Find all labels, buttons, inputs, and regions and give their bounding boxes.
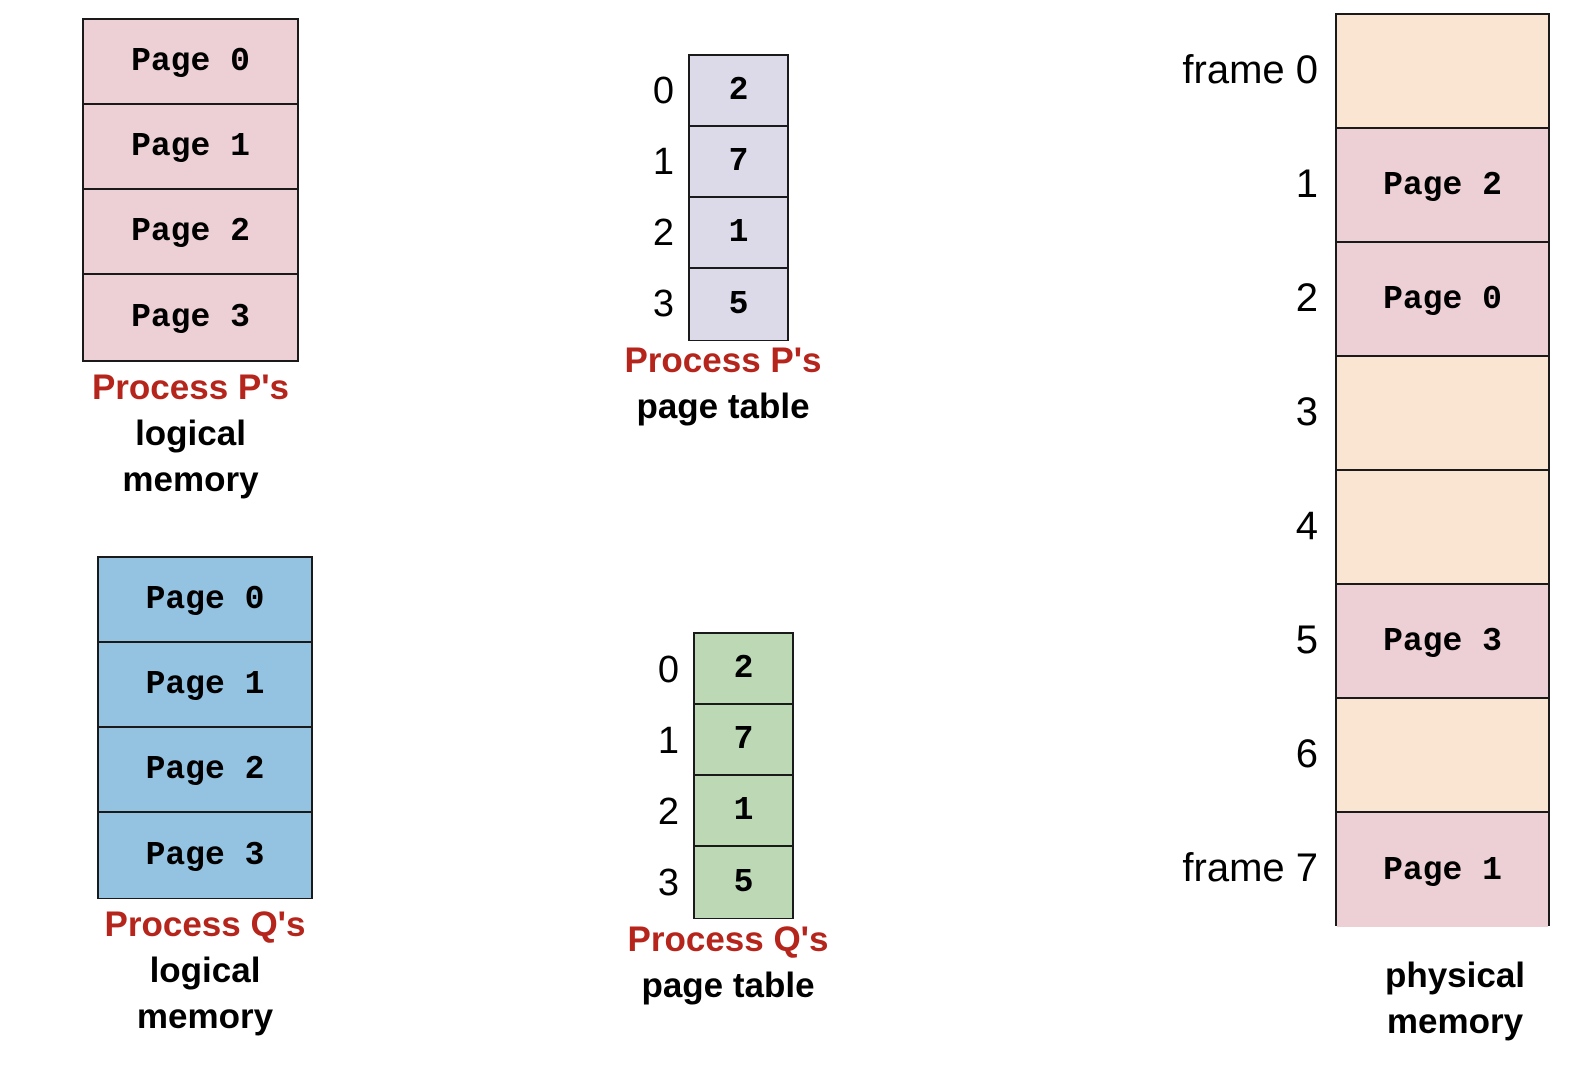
q-logical-page-1: Page 1 [99,643,311,728]
frame-label-2: 2 [1295,276,1318,320]
p-table-index-0: 0 [652,70,674,112]
q-table-caption-process: Process Q's [627,920,829,959]
q-table-index-2: 2 [657,791,679,833]
q-table-index-3: 3 [657,862,679,904]
frame-label-5: 5 [1295,618,1318,662]
frame-label-6: 6 [1295,732,1318,776]
q-logical-caption: Process Q's logical memory [75,902,335,1040]
frame-label-3: 3 [1295,390,1318,434]
p-logical-caption: Process P's logical memory [62,365,319,503]
q-logical-caption-process: Process Q's [104,905,306,944]
frame-label-0: frame 0 [1182,48,1318,92]
p-table-entry-1: 7 [690,127,787,198]
p-logical-caption-process: Process P's [91,368,290,407]
p-logical-page-3: Page 3 [84,275,297,360]
p-table-entry-3: 5 [690,269,787,340]
p-table-caption: Process P's page table [593,338,853,430]
p-logical-page-0: Page 0 [84,20,297,105]
p-logical-caption-line1: logical [135,414,246,453]
p-table-index-3: 3 [652,283,674,325]
physical-memory-caption: physical memory [1325,953,1585,1045]
physical-frame-2: Page 0 [1337,243,1548,357]
physical-frame-7: Page 1 [1337,813,1548,927]
p-logical-caption-line2: memory [122,460,259,499]
p-table-index-1: 1 [652,141,674,183]
q-logical-page-2: Page 2 [99,728,311,813]
q-table-caption: Process Q's page table [598,917,858,1009]
frame-label-7: frame 7 [1182,846,1318,890]
q-logical-caption-line2: memory [136,997,274,1036]
process-p-logical-memory: Page 0 Page 1 Page 2 Page 3 [82,18,299,362]
frame-label-4: 4 [1295,504,1318,548]
p-table-entry-2: 1 [690,198,787,269]
physical-frame-4 [1337,471,1548,585]
physical-frame-6 [1337,699,1548,813]
process-q-page-table: 2 7 1 5 [693,632,794,919]
p-logical-page-2: Page 2 [84,190,297,275]
q-table-index-0: 0 [657,649,679,691]
physical-frame-1: Page 2 [1337,129,1548,243]
q-logical-page-0: Page 0 [99,558,311,643]
physical-memory: Page 2 Page 0 Page 3 Page 1 [1335,13,1550,927]
q-logical-caption-line1: logical [149,951,261,990]
q-table-entry-0: 2 [695,634,792,705]
physical-frame-0 [1337,15,1548,129]
physical-caption-line2: memory [1386,1002,1524,1041]
process-q-logical-memory: Page 0 Page 1 Page 2 Page 3 [97,556,313,899]
physical-frame-5: Page 3 [1337,585,1548,699]
q-table-index-1: 1 [657,720,679,762]
p-logical-page-1: Page 1 [84,105,297,190]
p-table-caption-line1: page table [636,387,810,426]
process-p-page-table: 2 7 1 5 [688,54,789,341]
q-logical-page-3: Page 3 [99,813,311,898]
q-table-entry-2: 1 [695,776,792,847]
p-table-caption-process: Process P's [624,341,822,380]
frame-label-1: 1 [1295,162,1318,206]
physical-caption-line1: physical [1384,956,1526,995]
p-table-entry-0: 2 [690,56,787,127]
q-table-entry-3: 5 [695,847,792,918]
q-table-caption-line1: page table [641,966,815,1005]
p-table-index-2: 2 [652,212,674,254]
q-table-entry-1: 7 [695,705,792,776]
physical-frame-3 [1337,357,1548,471]
